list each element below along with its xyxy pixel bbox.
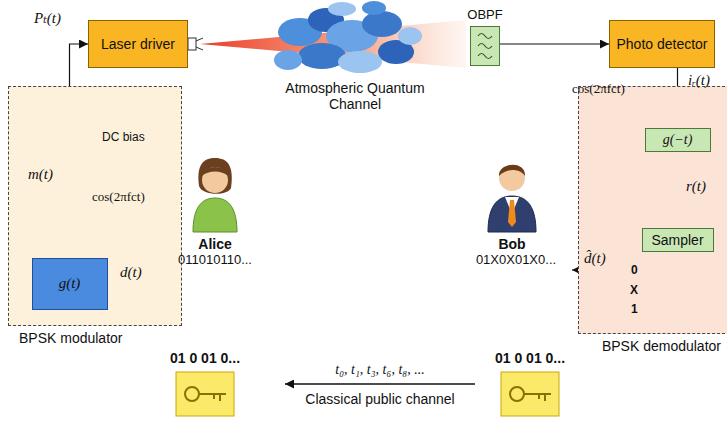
box-label: Sampler [651, 232, 703, 248]
signal-name: r(t) [686, 178, 706, 195]
laser-emitter [188, 38, 203, 50]
signal-name: cos(2πfct) [572, 82, 625, 97]
party-name: Alice [198, 236, 231, 252]
key-icon [185, 387, 199, 401]
turbulence-cloud [362, 11, 402, 37]
signal-name: iᵣ(t) [688, 72, 710, 89]
decision-level: X [630, 284, 638, 298]
box-heading: BPSK modulator [19, 330, 123, 346]
alice-figure [202, 167, 228, 193]
public-channel-arrow [285, 383, 475, 384]
alice-figure [193, 158, 237, 232]
box-label: g(t) [59, 275, 81, 292]
bit-string: 011010110... [178, 253, 252, 268]
laser-emitter [196, 38, 203, 41]
signal-name: cos(2πfct) [92, 190, 145, 205]
turbulence-cloud [398, 27, 422, 45]
laser-beam [200, 20, 466, 68]
box-label: g(−t) [663, 132, 693, 148]
bit-string: 01X0X01X0... [476, 253, 556, 268]
channel-name: Classical public channel [305, 391, 454, 407]
turbulence-cloud [298, 43, 346, 69]
turbulence-cloud [362, 1, 386, 15]
signal-connector [500, 43, 609, 44]
filter-box: OBPF [470, 26, 500, 66]
laser-emitter [196, 47, 203, 50]
signal-name: m(t) [28, 166, 53, 183]
filter-symbol [478, 54, 492, 59]
signal-name: DC bias [102, 131, 145, 145]
bob-figure [488, 165, 536, 232]
signal-name: d̂(t) [584, 250, 606, 267]
laser-beam [200, 20, 466, 68]
key-icon [501, 372, 559, 416]
sampler-box: Sampler [642, 228, 714, 252]
public-channel-arrow [285, 383, 475, 384]
alice-figure [202, 167, 228, 176]
bob-figure [508, 200, 516, 227]
decision-level: 0 [631, 264, 638, 278]
bob-figure [499, 165, 525, 191]
key-icon [176, 372, 234, 416]
party-name: Bob [498, 236, 525, 252]
key-bits: 01 0 01 0... [495, 350, 565, 366]
turbulence-cloud [274, 50, 302, 70]
turbulence-cloud [274, 1, 422, 73]
demodulator-region: g(−t)SamplerBPSK demodulator [578, 86, 727, 334]
filter-symbol [478, 44, 492, 49]
box-label: Photo detector [616, 36, 707, 52]
alice-figure [193, 198, 237, 232]
alice-figure [198, 158, 231, 194]
key-icon [524, 394, 551, 401]
channel-name: Atmospheric Quantum Channel [285, 80, 425, 112]
filter-symbol [478, 34, 492, 39]
time-index-list: t₀, t₁, t₃, t₆, t₈, ... [335, 362, 424, 378]
bob-figure [499, 165, 525, 176]
decision-level: 1 [631, 303, 638, 317]
filter-symbol [471, 27, 499, 65]
box-heading: BPSK demodulator [602, 338, 721, 354]
filter-box: g(t) [32, 258, 108, 310]
signal-name: d(t) [120, 264, 142, 281]
laser-emitter [188, 38, 196, 50]
turbulence-cloud [338, 51, 382, 73]
key-icon [176, 372, 559, 416]
box-heading: OBPF [467, 7, 502, 22]
turbulence-cloud [328, 2, 356, 16]
box-label: Laser driver [101, 36, 175, 52]
modulator-region: g(t)BPSK modulator [8, 86, 182, 326]
process-box: Photo detector [609, 20, 715, 68]
bob-figure [488, 196, 536, 232]
signal-name: Pₜ(t) [34, 10, 61, 27]
process-box: Laser driver [88, 20, 188, 68]
filter-box: g(−t) [645, 128, 711, 152]
key-icon [199, 394, 226, 401]
key-icon [510, 387, 524, 401]
key-bits: 01 0 01 0... [170, 350, 240, 366]
